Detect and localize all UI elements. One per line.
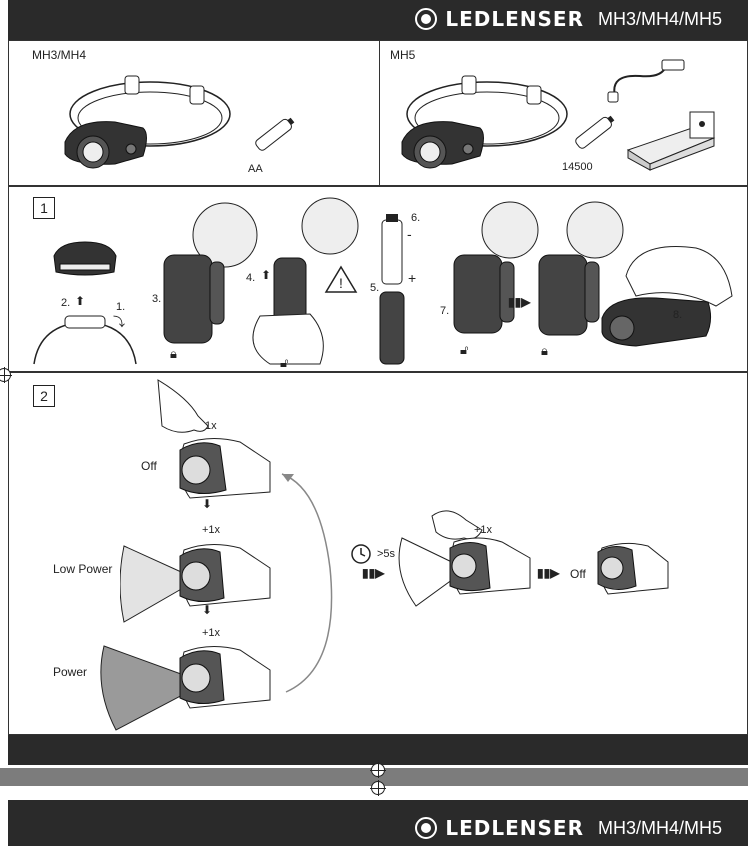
press-plus-1x-label-a: +1x <box>202 524 221 536</box>
timer-label: >5s <box>377 548 396 560</box>
registration-mark-icon <box>370 762 386 778</box>
clock-icon <box>351 544 371 564</box>
low-power-label: Low Power <box>53 562 113 576</box>
lock-closed-icon: 🔒︎ <box>170 346 177 361</box>
brand-name: LEDLENSER <box>445 7 584 31</box>
cycle-return-arrow-icon <box>281 473 333 693</box>
lock-open-icon-2: 🔓︎ <box>460 342 469 357</box>
minus-sign: - <box>407 226 412 242</box>
step3-battery-cover-illustration <box>163 202 258 344</box>
trim-bar <box>0 768 748 786</box>
step-label-3: 3. <box>152 293 162 305</box>
warning-icon: ! <box>324 265 358 293</box>
arrow-up-icon-2: ⬆ <box>261 268 272 282</box>
next-arrow-icon-2: ▮▮▶ <box>362 566 385 580</box>
svg-text:!: ! <box>339 275 343 291</box>
brand: LEDLENSER MH3/MH4/MH5 <box>415 7 722 31</box>
registration-mark-icon-3 <box>0 367 12 383</box>
step-label-1: 1. <box>116 301 126 313</box>
power-label: Power <box>53 665 88 679</box>
headlamp-hold-illustration <box>398 537 531 607</box>
lock-open-icon: 🔓︎ <box>280 355 289 370</box>
footer-bar <box>8 735 748 765</box>
arrow-down-icon-2: ⬇ <box>202 497 213 511</box>
step4-remove-battery-illustration <box>252 197 359 365</box>
arrow-down-icon: ⤵ <box>113 315 126 329</box>
arrow-up-icon: ⬆ <box>75 294 86 308</box>
mh3-mh4-title: MH3/MH4 <box>32 48 87 62</box>
step8-reattach-illustration <box>601 246 733 347</box>
top-header: LEDLENSER MH3/MH4/MH5 <box>8 0 748 40</box>
headlamp-low-power-illustration <box>120 544 271 623</box>
next-arrow-icon-3: ▮▮▶ <box>537 566 560 580</box>
headlamp-front-illustration <box>53 241 117 276</box>
brand-name-bottom: LEDLENSER <box>445 816 584 840</box>
press-1x-label: 1x <box>205 420 217 432</box>
step7-close-cover-illustration <box>453 201 539 334</box>
headlamp-power-illustration <box>100 645 271 731</box>
off-result-label: Off <box>570 567 586 581</box>
press-plus-1x-label-c: +1x <box>474 524 493 536</box>
headlamp-mh5-illustration <box>401 75 568 169</box>
step-label-8: 8. <box>673 309 683 321</box>
step-label-7: 7. <box>440 305 450 317</box>
brand-logo-icon-2 <box>415 817 438 839</box>
finger-press-icon <box>157 379 209 433</box>
usb-cable-illustration <box>607 59 685 103</box>
charger-illustration <box>626 111 716 171</box>
14500-battery-label: 14500 <box>562 161 593 173</box>
step-label-6: 6. <box>411 212 421 224</box>
step7-locked-illustration <box>538 201 624 336</box>
step-label-4: 4. <box>246 272 256 284</box>
step1-number: 1 <box>33 197 55 219</box>
brand-logo-icon <box>415 8 438 30</box>
step2-number: 2 <box>33 385 55 407</box>
bottom-header: LEDLENSER MH3/MH4/MH5 <box>8 800 748 846</box>
next-arrow-icon: ▮▮▶ <box>508 295 531 309</box>
arrow-down-icon-3: ⬇ <box>202 603 213 617</box>
step-label-5: 5. <box>370 282 380 294</box>
plus-sign: + <box>408 270 417 286</box>
off-label: Off <box>141 459 157 473</box>
model-name-bottom: MH3/MH4/MH5 <box>597 817 722 838</box>
brand-bottom: LEDLENSER MH3/MH4/MH5 <box>415 816 722 840</box>
step-label-2: 2. <box>61 297 71 309</box>
model-name: MH3/MH4/MH5 <box>597 8 722 29</box>
14500-battery-illustration <box>575 115 615 149</box>
aa-battery-illustration <box>255 117 295 151</box>
headband-clip-illustration <box>33 315 137 365</box>
step5-insert-battery-illustration <box>379 214 405 365</box>
lock-closed-icon-2: 🔒︎ <box>541 343 548 358</box>
overview-divider <box>379 40 380 186</box>
press-plus-1x-label-b: +1x <box>202 627 221 639</box>
headlamp-off-result-illustration <box>597 542 669 595</box>
aa-battery-label: AA <box>248 163 263 175</box>
mh5-title: MH5 <box>390 48 416 62</box>
headlamp-mh3-illustration <box>64 75 231 169</box>
registration-mark-icon-2 <box>370 780 386 796</box>
headlamp-off-illustration <box>179 438 271 499</box>
